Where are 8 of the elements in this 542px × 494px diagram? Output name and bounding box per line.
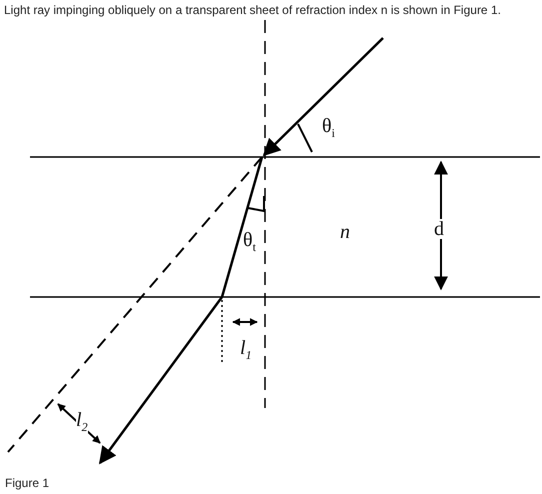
angle-label: θ$_{i}$ (322, 116, 335, 139)
displacement-label: l$_{1}$ (240, 338, 252, 361)
angle-label: θ$_{t}$ (243, 230, 256, 253)
figure-caption: Figure 1 (5, 476, 50, 490)
displacement-label: l$_{2}$ (76, 410, 88, 433)
thickness-label: d (434, 219, 444, 239)
refractive-index-label: n (340, 222, 350, 242)
title-text: Light ray impinging obliquely on a transparent sheet of refraction index n is shown in Figure 1. (4, 3, 501, 17)
